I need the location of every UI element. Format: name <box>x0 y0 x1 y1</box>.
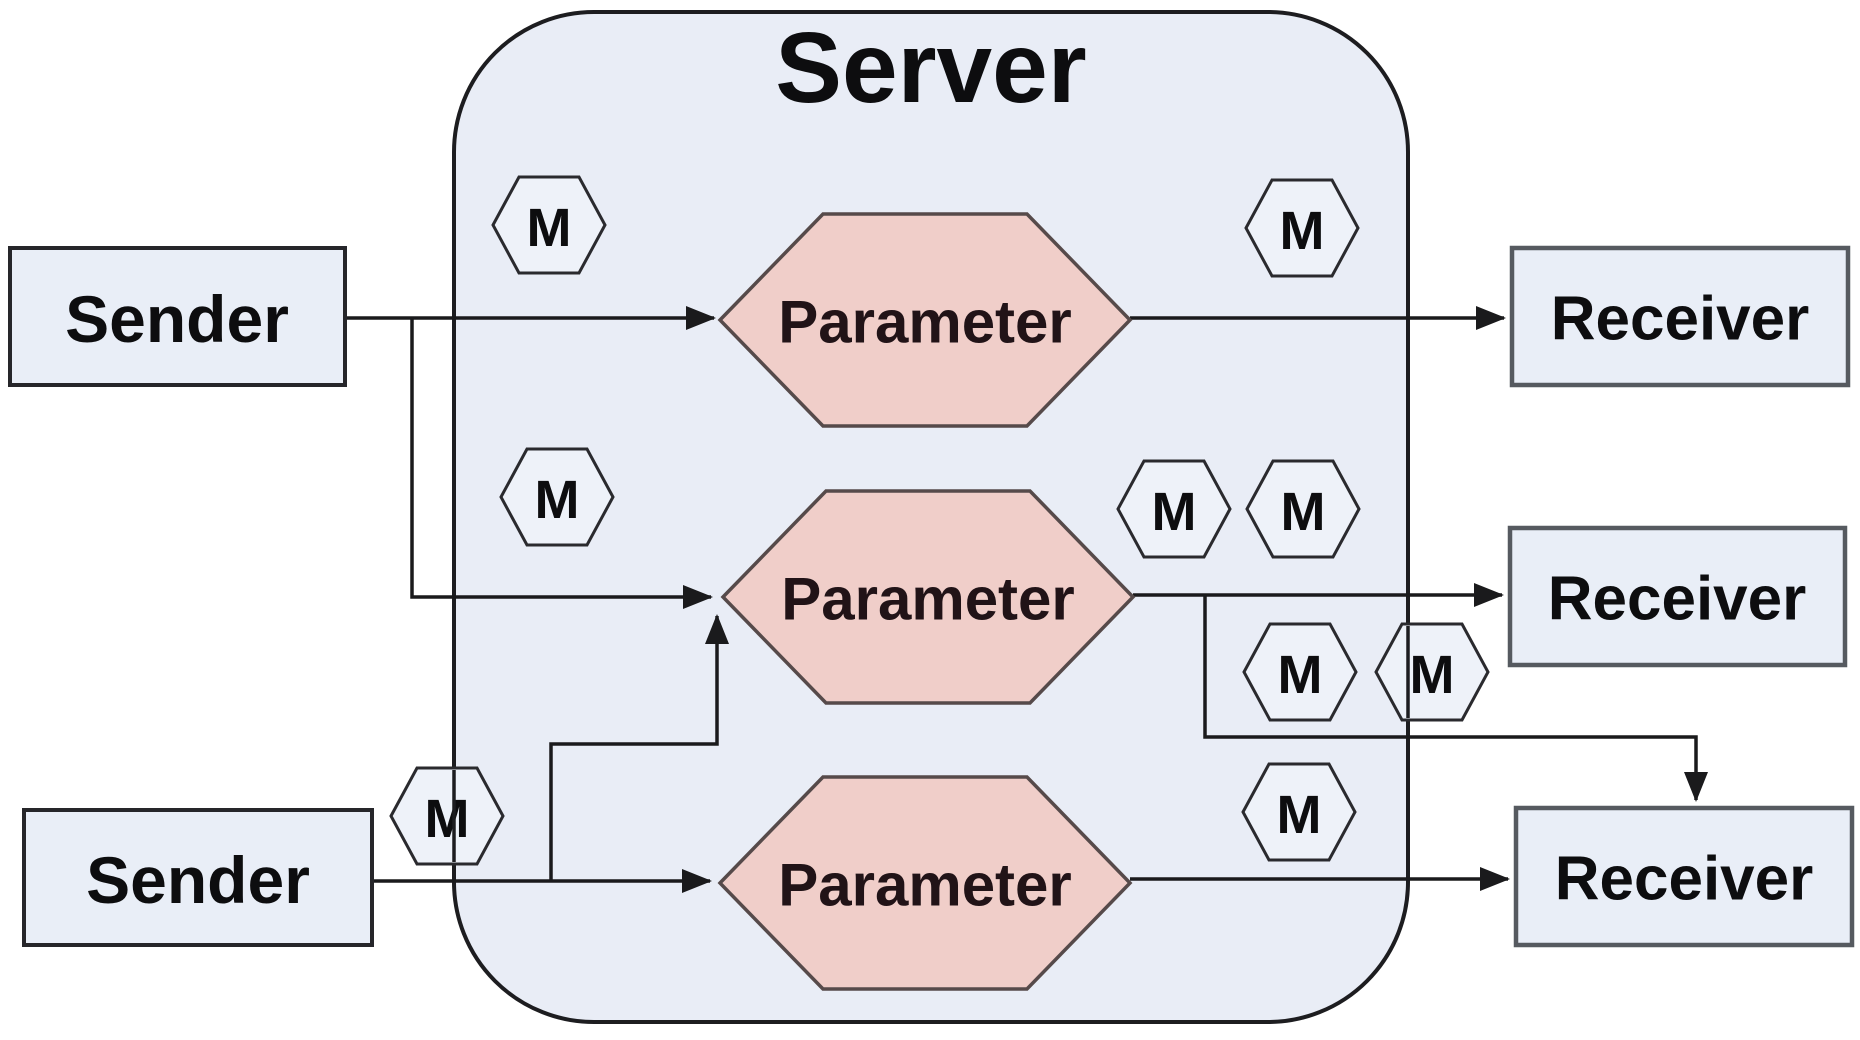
message-marker-8-label: M <box>425 789 470 849</box>
message-marker-2-label: M <box>1280 201 1325 261</box>
message-marker-3: M <box>499 447 615 547</box>
sender-1-label: Sender <box>65 282 289 356</box>
message-marker-4: M <box>1116 459 1232 559</box>
message-marker-1-label: M <box>527 198 572 258</box>
message-marker-5-hexagon-icon <box>1245 459 1361 559</box>
parameter-3-label: Parameter <box>778 852 1072 919</box>
message-marker-6-hexagon-icon <box>1242 622 1358 722</box>
message-marker-1: M <box>491 175 607 275</box>
receiver-1-rect <box>1509 245 1851 388</box>
message-marker-3-label: M <box>535 470 580 530</box>
message-marker-9-hexagon-icon <box>1241 762 1357 862</box>
message-marker-5: M <box>1245 459 1361 559</box>
receiver-2-rect <box>1507 525 1848 668</box>
parameter-hexagon-1: Parameter <box>717 212 1133 428</box>
parameter-1-label: Parameter <box>778 289 1072 356</box>
parameter-hexagon-2: Parameter <box>720 489 1136 705</box>
server-title: Server <box>775 12 1086 124</box>
message-marker-8: M <box>389 766 505 866</box>
message-marker-7-hexagon-icon <box>1374 622 1490 722</box>
parameter-3-hexagon-icon <box>717 775 1133 991</box>
receiver-3-rect <box>1513 805 1855 948</box>
message-marker-4-hexagon-icon <box>1116 459 1232 559</box>
message-marker-5-label: M <box>1281 482 1326 542</box>
receiver-box-3: Receiver <box>1513 805 1855 948</box>
connector-parameter2-receiver3-branch <box>1203 595 1708 802</box>
connectors <box>345 306 1708 893</box>
sender-box-2: Sender <box>22 808 374 947</box>
receiver-1-label: Receiver <box>1551 285 1810 354</box>
sender-1-rect <box>8 246 347 387</box>
server-border-overlays <box>452 626 1410 862</box>
message-marker-6: M <box>1242 622 1358 722</box>
sender-2-label: Sender <box>86 843 310 917</box>
message-marker-7-label: M <box>1410 645 1455 705</box>
message-marker-9-label: M <box>1277 785 1322 845</box>
message-marker-8-hexagon-icon <box>389 766 505 866</box>
parameter-2-label: Parameter <box>781 566 1075 633</box>
receiver-box-2: Receiver <box>1507 525 1848 668</box>
receiver-box-1: Receiver <box>1509 245 1851 388</box>
sender-box-1: Sender <box>8 246 347 387</box>
message-marker-2: M <box>1244 178 1360 278</box>
message-marker-7: M <box>1374 622 1490 722</box>
message-marker-2-hexagon-icon <box>1244 178 1360 278</box>
parameter-hexagon-3: Parameter <box>717 775 1133 991</box>
message-marker-4-label: M <box>1152 482 1197 542</box>
parameter-2-hexagon-icon <box>720 489 1136 705</box>
message-marker-9: M <box>1241 762 1357 862</box>
message-marker-3-hexagon-icon <box>499 447 615 547</box>
receiver-3-label: Receiver <box>1555 845 1814 914</box>
message-marker-1-hexagon-icon <box>491 175 607 275</box>
sender-2-rect <box>22 808 374 947</box>
message-marker-6-label: M <box>1278 645 1323 705</box>
connector-sender2-parameter2-branch <box>549 614 729 881</box>
connector-sender1-parameter2-branch <box>410 318 713 609</box>
receiver-2-label: Receiver <box>1548 565 1807 634</box>
parameter-1-hexagon-icon <box>717 212 1133 428</box>
